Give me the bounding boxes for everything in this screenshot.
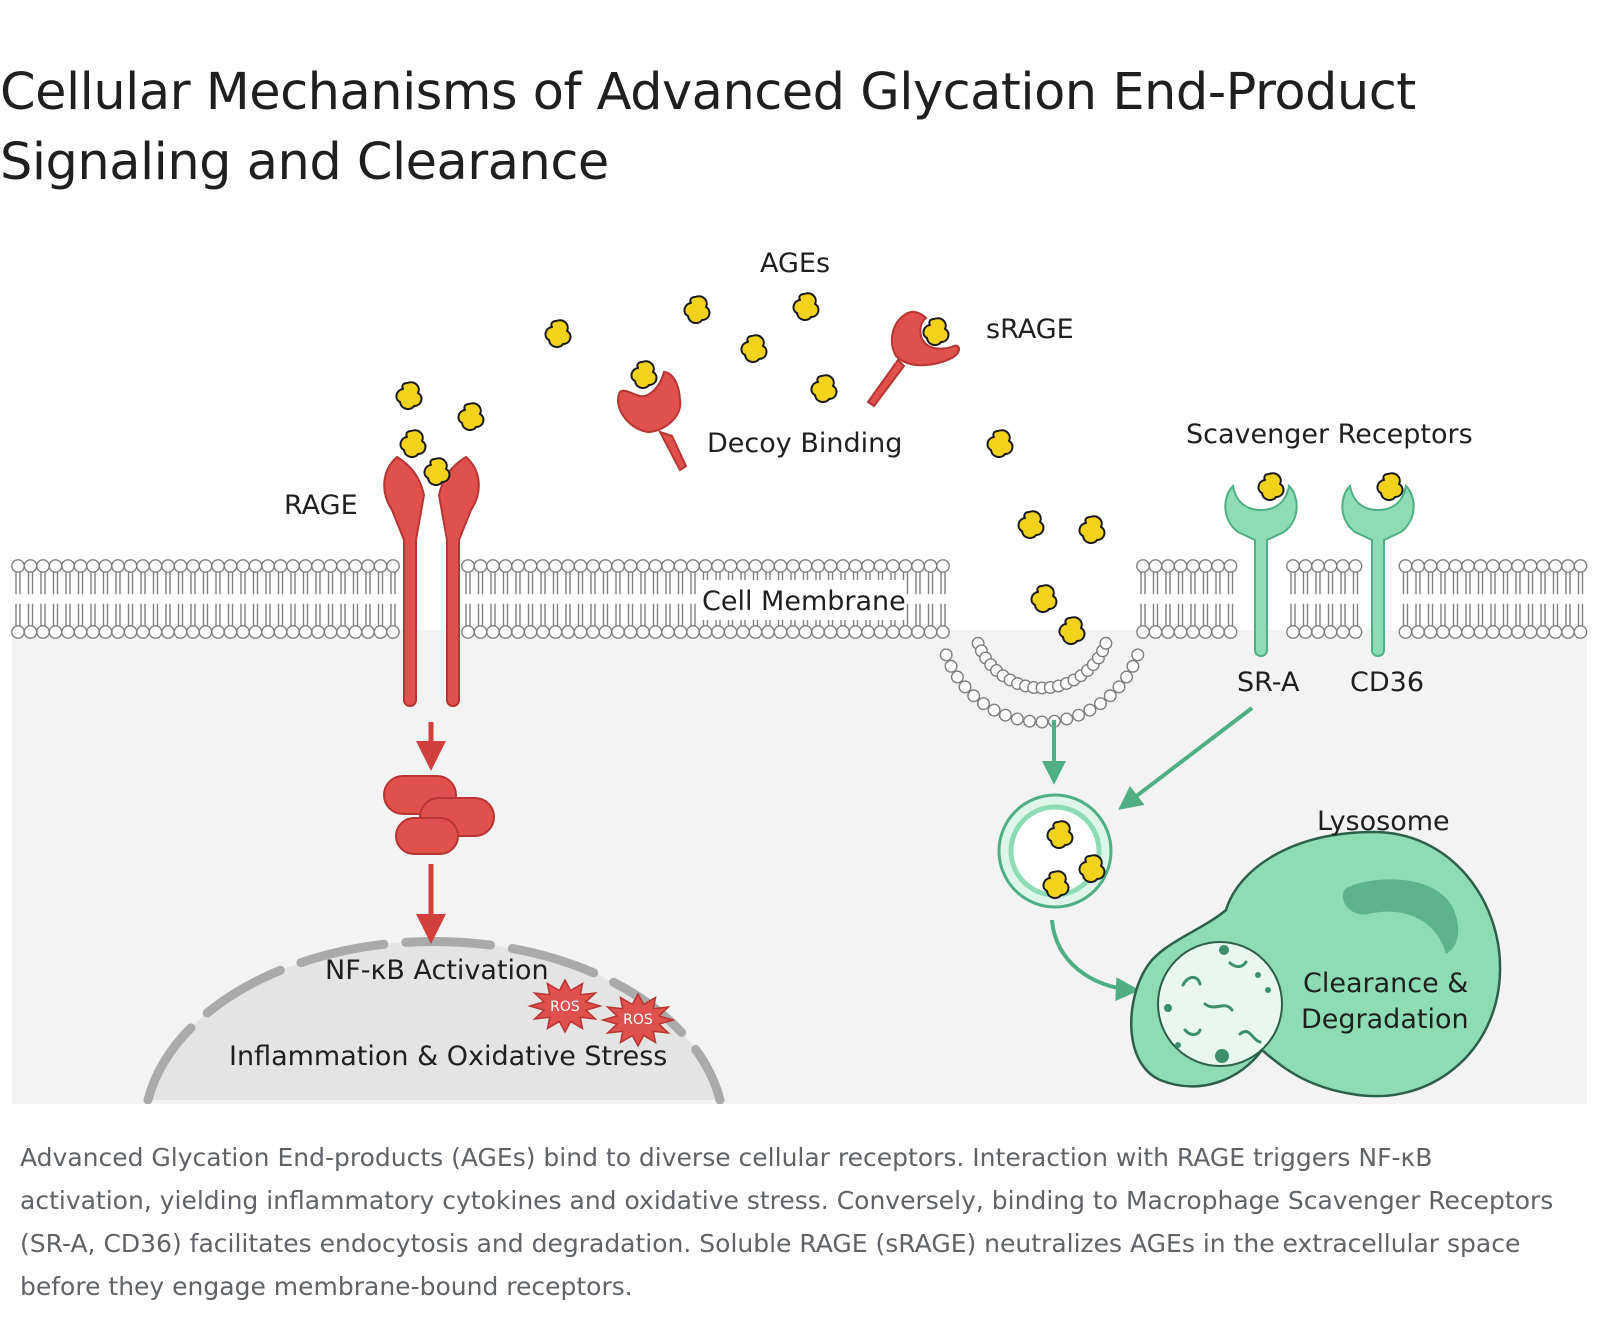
age-molecule [1257,472,1285,502]
rage-label: RAGE [284,490,358,521]
decoy-binding-label: Decoy Binding [707,428,902,459]
svg-text:ROS: ROS [550,999,580,1015]
sr-a-receptor [1224,483,1298,657]
ros-burst: ROS [527,978,603,1034]
scavenger-receptors-label: Scavenger Receptors [1186,419,1473,450]
nfkb-activation-label: NF-κB Activation [325,955,549,986]
lysosome [1130,830,1502,1098]
srage-receptor [866,310,960,408]
ros-burst: ROS [600,992,676,1048]
ages-label: AGEs [760,248,830,279]
age-molecule [1376,472,1404,502]
age-molecule [630,360,658,390]
age-molecule [399,429,427,459]
svg-text:ROS: ROS [623,1012,653,1028]
decoy-srage-receptor [617,370,688,472]
cd36-label: CD36 [1350,667,1424,698]
srage-label: sRAGE [986,314,1074,345]
lysosome-fusion-arrow [1050,919,1140,1002]
cell-membrane-label-bg [698,580,906,620]
cell-membrane-bilayer [11,559,1588,729]
age-molecule [423,457,451,487]
page-title: Cellular Mechanisms of Advanced Glycatio… [0,63,1416,192]
rage-receptor [383,455,480,707]
scavenger-uptake-arrow [1118,706,1254,810]
cd36-receptor [1341,483,1415,657]
clearance-label-line1: Clearance & [1303,968,1468,999]
lysosome-label: Lysosome [1317,806,1450,837]
age-molecule [922,317,950,347]
signaling-adaptor-complex [383,775,495,855]
inflammation-oxidative-stress-label: Inflammation & Oxidative Stress [229,1041,667,1072]
clearance-label-line2: Degradation [1301,1004,1469,1035]
sr-a-label: SR-A [1237,667,1300,698]
endocytic-vesicle [997,793,1113,909]
figure-caption: Advanced Glycation End-products (AGEs) b… [20,1143,1554,1301]
cell-membrane-label: Cell Membrane [702,586,906,617]
age-signaling-diagram: ROS ROS [11,248,1588,1104]
